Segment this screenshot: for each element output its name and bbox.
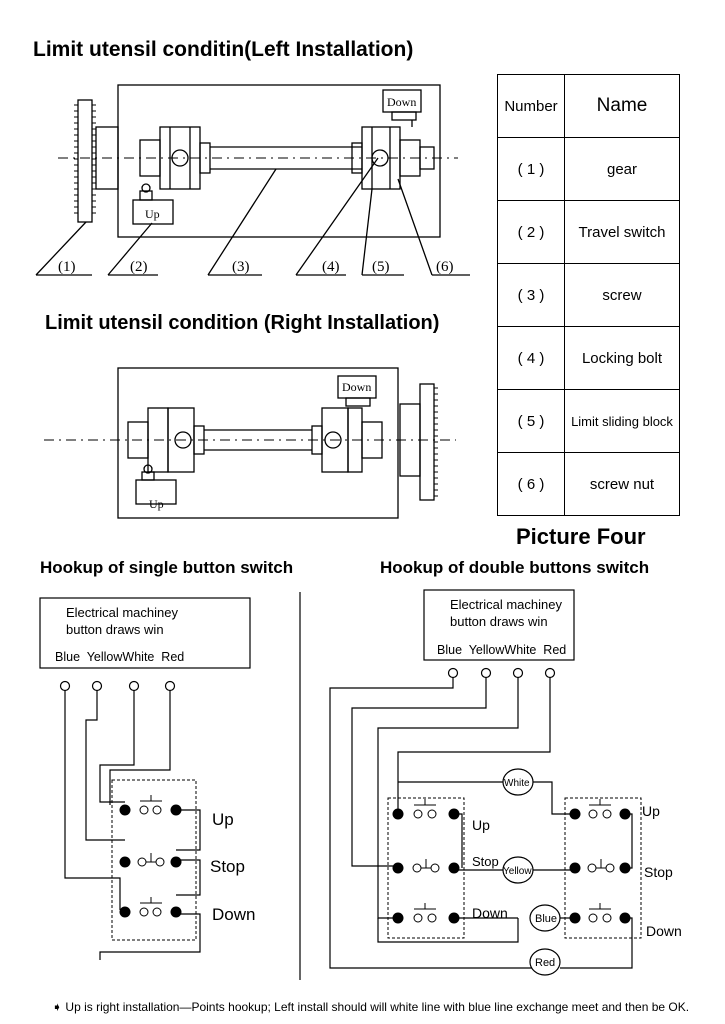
label-down: Down [472, 905, 508, 921]
part-number: ( 5 ) [497, 389, 565, 453]
footnote-text: Up is right installation—Points hookup; … [65, 1000, 690, 1014]
callout-4: (4) [322, 259, 340, 275]
right-installation-diagram: Up Down [44, 367, 456, 519]
table-row: ( 4 )Locking bolt [497, 326, 680, 390]
button-stop [119, 853, 182, 868]
gear [419, 383, 435, 501]
label-stop: Stop [210, 857, 245, 876]
motor-box-line1: Electrical machiney [66, 605, 178, 620]
header-number: Number [497, 74, 565, 138]
wire-white-marker [502, 768, 534, 796]
table-header-row: Number Name [497, 74, 680, 138]
table-row: ( 1 )gear [497, 137, 680, 201]
up-switch [132, 199, 174, 225]
down-switch-label: Down [387, 95, 416, 109]
part-number: ( 2 ) [497, 200, 565, 264]
gear [77, 99, 93, 223]
parts-table: Number Name ( 1 )gear ( 2 )Travel switch… [497, 74, 680, 516]
part-number: ( 3 ) [497, 263, 565, 327]
label-stop: Stop [472, 854, 499, 869]
label-up: Up [212, 810, 234, 829]
up-switch-label: Up [145, 207, 160, 221]
wire-red-label: Red [535, 957, 555, 969]
header-name: Name [564, 74, 680, 138]
switch-box-2 [564, 797, 642, 939]
left-install-title: Limit utensil conditin(Left Installation… [33, 38, 414, 61]
wire-red-marker [529, 948, 561, 976]
part-name: screw nut [564, 452, 680, 516]
part-number: ( 4 ) [497, 326, 565, 390]
part-name: Limit sliding block [564, 389, 680, 453]
arrow-icon: ➧ [52, 1000, 63, 1014]
up-switch [135, 479, 177, 505]
wire-white-label: White [504, 778, 530, 789]
wire-blue-label: Blue [535, 913, 557, 925]
switch-box-1 [387, 797, 465, 939]
label-down-2: Down [646, 923, 682, 939]
motor-box-line2: button draws win [450, 614, 548, 629]
table-row: ( 5 )Limit sliding block [497, 389, 680, 453]
switch-box [111, 779, 197, 941]
label-down: Down [212, 905, 255, 924]
terminal-red [164, 680, 176, 692]
part-number: ( 1 ) [497, 137, 565, 201]
terminal-blue [59, 680, 71, 692]
table-row: ( 2 )Travel switch [497, 200, 680, 264]
motor-box-line1: Electrical machiney [450, 597, 562, 612]
double-switch-title: Hookup of double buttons switch [380, 558, 650, 577]
right-install-title: Limit utensil condition (Right Installat… [45, 312, 440, 334]
table-row: ( 3 )screw [497, 263, 680, 327]
terminal-white [128, 680, 140, 692]
part-number: ( 6 ) [497, 452, 565, 516]
callout-3: (3) [232, 259, 250, 275]
up-switch-label: Up [149, 497, 164, 511]
label-up-2: Up [642, 803, 660, 819]
motor-box [39, 597, 251, 669]
terminal-yellow [91, 680, 103, 692]
part-name: Travel switch [564, 200, 680, 264]
label-stop-2: Stop [644, 864, 673, 880]
wire-color-labels: Blue YellowWhite Red [55, 650, 184, 664]
picture-caption: Picture Four [516, 524, 646, 549]
housing-frame [117, 367, 399, 519]
callout-1: (1) [58, 259, 76, 275]
part-name: gear [564, 137, 680, 201]
wire-color-labels: Blue YellowWhite Red [437, 643, 566, 657]
wire-yellow-label: Yellow [503, 866, 532, 877]
footnote: ➧ Up is right installation—Points hookup… [52, 1000, 689, 1014]
wire-yellow-marker [502, 856, 534, 884]
callout-2: (2) [130, 259, 148, 275]
wiring-diagrams: Electrical machiney button draws win Blu… [39, 589, 682, 980]
button-down [119, 897, 182, 918]
single-switch-title: Hookup of single button switch [40, 558, 294, 577]
wire-blue-marker [529, 904, 561, 932]
motor-box-double [423, 589, 575, 661]
left-installation-diagram: Up Down (1) (2) (3) (4) (5) (6) [35, 84, 470, 276]
motor-box-line2: button draws win [66, 622, 164, 637]
label-up: Up [472, 817, 490, 833]
part-name: Locking bolt [564, 326, 680, 390]
callout-5: (5) [372, 259, 390, 275]
button-up [119, 795, 182, 816]
table-row: ( 6 )screw nut [497, 452, 680, 516]
callout-6: (6) [436, 259, 454, 275]
part-name: screw [564, 263, 680, 327]
down-switch-label: Down [342, 380, 371, 394]
